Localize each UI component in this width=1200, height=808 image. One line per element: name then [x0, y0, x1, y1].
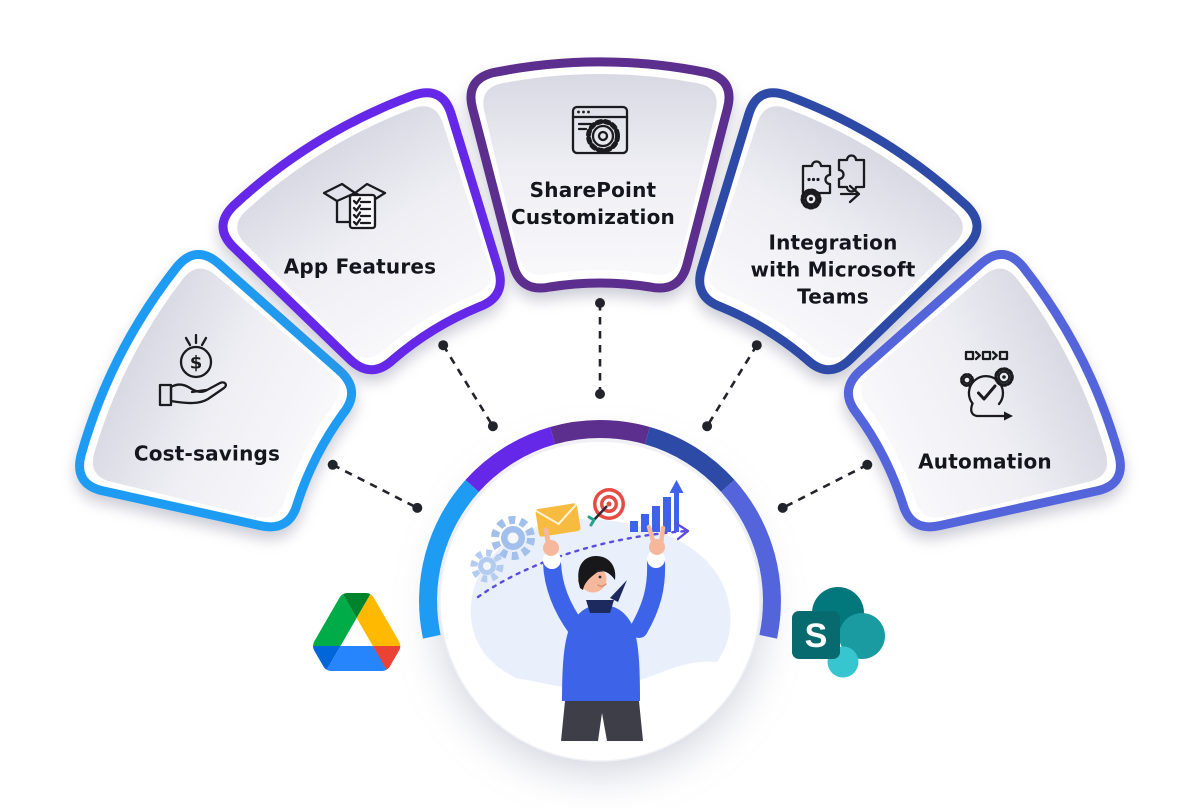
- card-label-cost-savings: Cost-savings: [133, 441, 281, 466]
- puzzle-gear-arrow-icon: [800, 154, 866, 210]
- card-label-integration-teams: Integration with Microsoft Teams: [750, 230, 916, 309]
- connector-integration-teams: [702, 340, 762, 432]
- card-app-features: [218, 88, 505, 375]
- color-arc-ring: [419, 419, 781, 639]
- card-face-sharepoint-customization: [483, 74, 717, 275]
- google-drive-icon: [313, 593, 401, 671]
- card-face-integration-teams: [709, 106, 963, 358]
- card-label-app-features: App Features: [283, 254, 437, 279]
- card-face-automation: [860, 268, 1108, 518]
- card-automation: [843, 250, 1125, 532]
- arc-segment-sharepoint-customization: [550, 419, 650, 445]
- target-icon: [587, 488, 625, 527]
- open-box-checklist-icon: [322, 182, 387, 230]
- connector-automation: [777, 459, 873, 513]
- connector-sharepoint-customization: [595, 298, 605, 399]
- connector-app-features: [438, 340, 498, 432]
- card-label-automation: Automation: [918, 449, 1052, 474]
- sharepoint-letter: S: [805, 617, 828, 655]
- card-integration-teams: [695, 88, 982, 375]
- money-hand-icon: $: [158, 333, 227, 407]
- svg-text:$: $: [190, 353, 203, 374]
- dashed-trajectory-arrow: [476, 522, 690, 599]
- card-label-sharepoint-customization: SharePoint Customization: [511, 178, 675, 229]
- card-face-app-features: [237, 106, 491, 358]
- connector-cost-savings: [327, 459, 423, 513]
- card-cost-savings: [75, 250, 357, 532]
- arc-segment-integration-teams: [644, 427, 735, 492]
- arc-segment-app-features: [465, 427, 556, 492]
- card-sharepoint-customization: [466, 57, 734, 293]
- sharepoint-icon: S: [792, 587, 885, 678]
- agile-loop-check-icon: [960, 350, 1014, 421]
- arc-segment-automation: [721, 479, 781, 639]
- center-illustration: [444, 480, 755, 757]
- man-illustration: [543, 524, 666, 741]
- gears-icon: [470, 516, 535, 583]
- browser-gear-icon: [571, 105, 629, 155]
- arc-segment-cost-savings: [419, 479, 479, 639]
